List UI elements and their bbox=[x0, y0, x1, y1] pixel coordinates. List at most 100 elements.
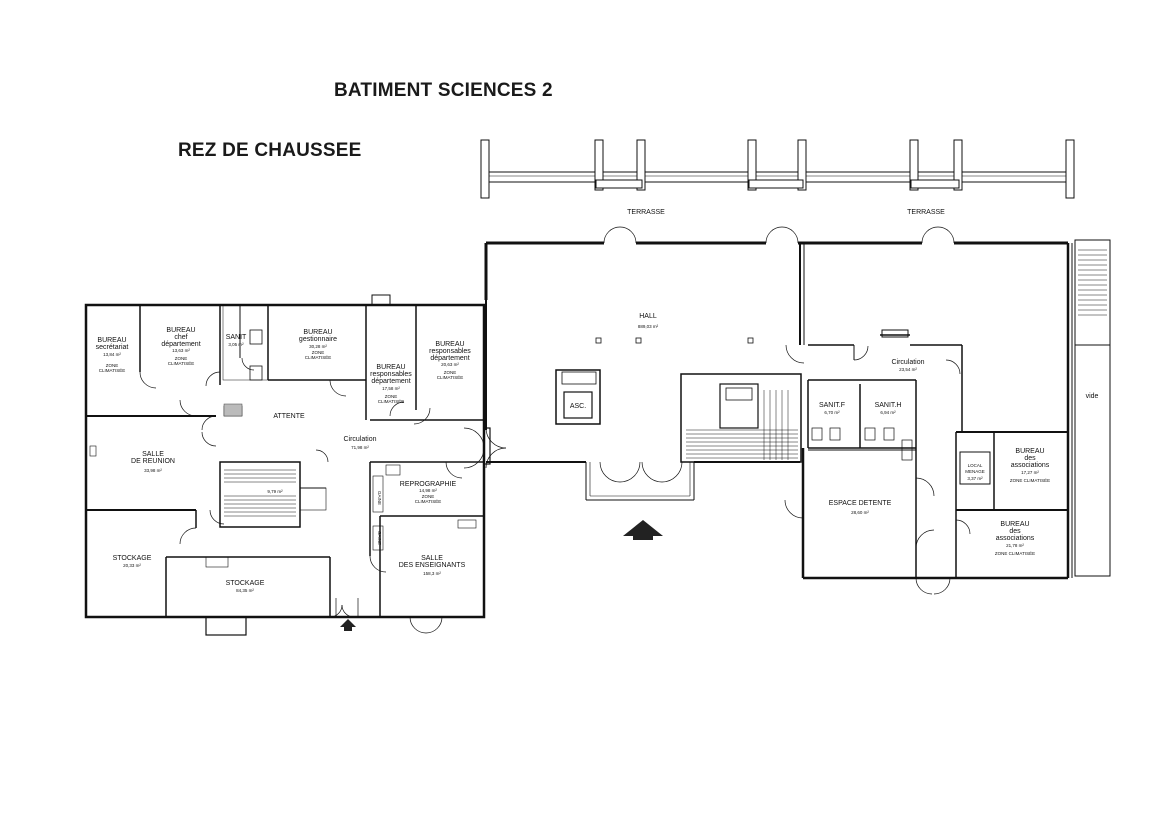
svg-text:3,05 m²: 3,05 m² bbox=[228, 342, 244, 347]
room-salle-reunion: SALLE DE REUNION 33,98 m² bbox=[131, 451, 175, 473]
room-bureau-secretariat: BUREAU secrétariat 13,84 m² ZONE CLIMATI… bbox=[96, 337, 129, 373]
svg-text:ZONE: ZONE bbox=[422, 494, 435, 499]
svg-text:33,98 m²: 33,98 m² bbox=[144, 468, 162, 473]
svg-text:STOCKAGE: STOCKAGE bbox=[113, 555, 152, 562]
svg-text:ZONE CLIMATISÉE: ZONE CLIMATISÉE bbox=[1010, 477, 1050, 483]
svg-text:CLIMATISÉE: CLIMATISÉE bbox=[415, 498, 441, 504]
svg-text:BUREAU: BUREAU bbox=[166, 327, 195, 334]
svg-text:SALLE: SALLE bbox=[142, 451, 164, 458]
svg-text:SANIT.F: SANIT.F bbox=[819, 402, 845, 409]
room-hall: HALL 889,03 m² bbox=[638, 313, 659, 329]
room-bureau-responsables-2: BUREAU responsables département 20,63 m²… bbox=[429, 341, 471, 380]
floor-title: REZ DE CHAUSSEE bbox=[178, 140, 362, 161]
svg-text:889,03 m²: 889,03 m² bbox=[638, 324, 659, 329]
room-bureau-responsables-1: BUREAU responsables département 17,58 m²… bbox=[370, 364, 412, 404]
svg-text:23,54 m²: 23,54 m² bbox=[899, 367, 917, 372]
svg-text:département: département bbox=[371, 378, 410, 385]
hall-block-walls bbox=[484, 239, 1111, 580]
hall-doors bbox=[599, 226, 971, 595]
room-local-menage: LOCAL MENAGE 3,37 m² bbox=[965, 463, 985, 481]
svg-text:BUREAU: BUREAU bbox=[1000, 521, 1029, 528]
svg-text:HALL: HALL bbox=[639, 313, 657, 320]
svg-text:BUREAU: BUREAU bbox=[435, 341, 464, 348]
svg-text:ESPACE DETENTE: ESPACE DETENTE bbox=[829, 500, 892, 507]
svg-text:ZONE: ZONE bbox=[106, 363, 119, 368]
svg-text:REPROGRAPHIE: REPROGRAPHIE bbox=[400, 481, 457, 488]
svg-text:département: département bbox=[161, 341, 200, 348]
svg-text:département: département bbox=[430, 355, 469, 362]
svg-text:17,58 m²: 17,58 m² bbox=[382, 386, 400, 391]
svg-text:des: des bbox=[1009, 528, 1021, 535]
svg-text:MENAGE: MENAGE bbox=[965, 469, 985, 474]
room-stair-1: 9,79 m² bbox=[267, 489, 283, 494]
svg-text:CLIMATISÉE: CLIMATISÉE bbox=[168, 360, 194, 366]
svg-text:SALLE: SALLE bbox=[421, 555, 443, 562]
svg-text:6,94 m²: 6,94 m² bbox=[880, 410, 896, 415]
hall-stair-lift bbox=[555, 337, 802, 463]
room-bureau-associations-1: BUREAU des associations 17,27 m² ZONE CL… bbox=[1010, 448, 1050, 483]
svg-text:LOCAL: LOCAL bbox=[968, 463, 983, 468]
svg-text:13,84 m²: 13,84 m² bbox=[103, 352, 121, 357]
svg-text:13,63 m²: 13,63 m² bbox=[172, 348, 190, 353]
svg-text:CLIMATISÉE: CLIMATISÉE bbox=[99, 367, 125, 373]
room-reprographie: REPROGRAPHIE 14,98 m² ZONE CLIMATISÉE bbox=[400, 481, 457, 504]
building-title: BATIMENT SCIENCES 2 bbox=[334, 80, 553, 101]
svg-text:CLIMATISÉE: CLIMATISÉE bbox=[305, 354, 331, 360]
room-attente: ATTENTE bbox=[273, 413, 305, 420]
room-circulation-1: Circulation 71,98 m² bbox=[343, 436, 376, 450]
gaine-label-1: GAINE bbox=[377, 491, 382, 505]
svg-text:71,98 m²: 71,98 m² bbox=[351, 445, 369, 450]
svg-text:20,63 m²: 20,63 m² bbox=[441, 362, 459, 367]
svg-text:ZONE: ZONE bbox=[385, 394, 398, 399]
room-asc: ASC. bbox=[570, 403, 586, 410]
room-circulation-2: Circulation 23,54 m² bbox=[891, 359, 924, 372]
svg-text:ZONE: ZONE bbox=[312, 350, 325, 355]
svg-text:SANIT: SANIT bbox=[226, 334, 247, 341]
svg-text:158,3 m²: 158,3 m² bbox=[423, 571, 441, 576]
room-salle-enseignants: SALLE DES ENSEIGNANTS 158,3 m² bbox=[399, 555, 466, 576]
room-stockage-1: STOCKAGE 20,33 m² bbox=[113, 555, 152, 568]
room-sanit-f: SANIT.F 6,70 m² bbox=[819, 402, 845, 415]
svg-text:ZONE: ZONE bbox=[444, 370, 457, 375]
vide-label: vide bbox=[1086, 393, 1099, 400]
room-sanit-h: SANIT.H 6,94 m² bbox=[875, 402, 902, 415]
svg-text:Circulation: Circulation bbox=[343, 436, 376, 443]
terrace-colonnade bbox=[480, 139, 1075, 199]
room-bureau-associations-2: BUREAU des associations 21,78 m² ZONE CL… bbox=[995, 521, 1035, 556]
svg-text:chef: chef bbox=[174, 334, 187, 341]
entrance-arrow-hall-icon bbox=[623, 520, 663, 540]
svg-text:84,35 m²: 84,35 m² bbox=[236, 588, 254, 593]
svg-text:SANIT.H: SANIT.H bbox=[875, 402, 902, 409]
svg-text:DES ENSEIGNANTS: DES ENSEIGNANTS bbox=[399, 562, 466, 569]
room-stockage-2: STOCKAGE 84,35 m² bbox=[226, 580, 265, 593]
svg-text:30,28 m²: 30,28 m² bbox=[309, 344, 327, 349]
terrasse-label-right: TERRASSE bbox=[907, 209, 945, 216]
svg-text:responsables: responsables bbox=[370, 371, 412, 378]
svg-text:14,98 m²: 14,98 m² bbox=[419, 488, 437, 493]
svg-text:21,78 m²: 21,78 m² bbox=[1006, 543, 1024, 548]
svg-text:BUREAU: BUREAU bbox=[303, 329, 332, 336]
svg-text:6,70 m²: 6,70 m² bbox=[824, 410, 840, 415]
svg-text:Circulation: Circulation bbox=[891, 359, 924, 366]
svg-text:STOCKAGE: STOCKAGE bbox=[226, 580, 265, 587]
svg-text:ZONE CLIMATISÉE: ZONE CLIMATISÉE bbox=[995, 550, 1035, 556]
svg-text:ZONE: ZONE bbox=[175, 356, 188, 361]
svg-text:28,60 m²: 28,60 m² bbox=[851, 510, 869, 515]
svg-text:ATTENTE: ATTENTE bbox=[273, 413, 305, 420]
left-block-walls bbox=[84, 294, 491, 636]
room-sanit-1: SANIT 3,05 m² bbox=[226, 334, 247, 347]
room-bureau-gestionnaire: BUREAU gestionnaire 30,28 m² ZONE CLIMAT… bbox=[299, 329, 337, 360]
svg-text:20,33 m²: 20,33 m² bbox=[123, 563, 141, 568]
svg-text:des: des bbox=[1024, 455, 1036, 462]
svg-text:secrétariat: secrétariat bbox=[96, 344, 129, 351]
grille-icon bbox=[223, 403, 243, 417]
room-espace-detente: ESPACE DETENTE 28,60 m² bbox=[829, 500, 892, 515]
svg-text:17,27 m²: 17,27 m² bbox=[1021, 470, 1039, 475]
terrasse-label-left: TERRASSE bbox=[627, 209, 665, 216]
svg-text:CLIMATISÉE: CLIMATISÉE bbox=[437, 374, 463, 380]
svg-text:3,37 m²: 3,37 m² bbox=[967, 476, 983, 481]
svg-text:gestionnaire: gestionnaire bbox=[299, 336, 337, 343]
left-block-doors bbox=[139, 357, 507, 634]
svg-text:9,79 m²: 9,79 m² bbox=[267, 489, 283, 494]
